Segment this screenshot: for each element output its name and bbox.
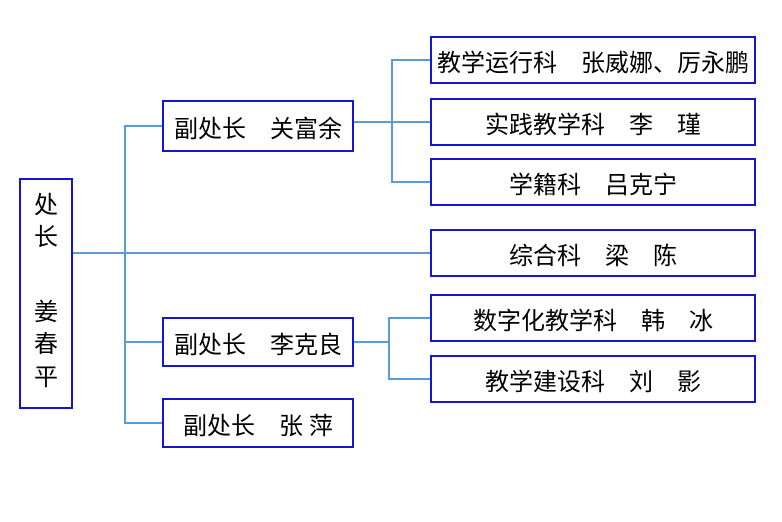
dept-shijian-jiaoxue-label: 实践教学科 李 瑾: [485, 112, 701, 139]
connector-guan-branch-top: [391, 59, 430, 61]
connector-guan-branch-bottom: [391, 181, 430, 183]
org-node-dept-shuzihua-jiaoxue: 数字化教学科 韩 冰: [430, 294, 756, 342]
org-node-director: 处长 姜春平: [19, 178, 73, 409]
org-node-deputy-zhang: 副处长 张 萍: [162, 398, 354, 448]
connector-branch-deputy-guan: [124, 125, 162, 127]
deputy-zhang-label: 副处长 张 萍: [183, 413, 333, 440]
org-node-dept-jiaoxue-jianshe: 教学建设科 刘 影: [430, 355, 756, 403]
connector-trunk-vertical: [124, 125, 126, 424]
dept-jiaoxue-jianshe-label: 教学建设科 刘 影: [485, 369, 701, 396]
dept-shuzihua-jiaoxue-label: 数字化教学科 韩 冰: [473, 308, 713, 335]
org-node-dept-jiaoxue-yunxing: 教学运行科 张威娜、厉永鹏: [430, 36, 756, 84]
org-node-deputy-li: 副处长 李克良: [162, 317, 354, 367]
connector-trunk-horizontal: [73, 252, 430, 254]
connector-branch-deputy-li: [124, 341, 162, 343]
org-node-deputy-guan: 副处长 关富余: [162, 100, 354, 152]
org-node-dept-xueji: 学籍科 吕克宁: [430, 158, 756, 206]
org-node-dept-shijian-jiaoxue: 实践教学科 李 瑾: [430, 98, 756, 146]
deputy-guan-label: 副处长 关富余: [174, 116, 342, 143]
deputy-li-label: 副处长 李克良: [174, 332, 342, 359]
connector-li-branch-top: [388, 317, 430, 319]
director-title: 处长: [34, 193, 58, 252]
connector-guan-vertical: [391, 59, 393, 183]
org-node-dept-zonghe: 综合科 梁 陈: [430, 229, 756, 277]
dept-xueji-label: 学籍科 吕克宁: [509, 172, 677, 199]
dept-zonghe-label: 综合科 梁 陈: [509, 243, 677, 270]
connector-branch-deputy-zhang: [124, 422, 162, 424]
director-name: 姜春平: [34, 299, 58, 391]
connector-li-stub: [354, 341, 390, 343]
connector-li-branch-bottom: [388, 378, 430, 380]
connector-li-vertical: [388, 317, 390, 380]
dept-jiaoxue-yunxing-label: 教学运行科 张威娜、厉永鹏: [437, 50, 749, 77]
